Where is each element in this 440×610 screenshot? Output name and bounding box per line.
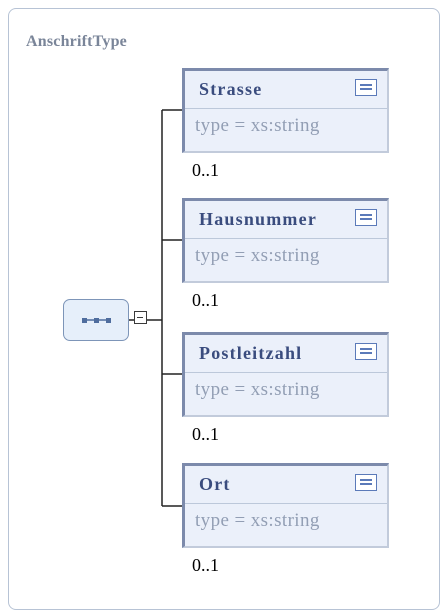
element-type: type = xs:string: [195, 245, 320, 266]
occurrence-label: 0..1: [192, 424, 219, 444]
documentation-icon: [355, 474, 377, 491]
occurrence-label: 0..1: [192, 290, 219, 310]
collapse-icon[interactable]: [134, 311, 147, 324]
occurrence-label: 0..1: [192, 160, 219, 180]
element-name: Ort: [199, 474, 231, 494]
connector-lines: [129, 109, 182, 507]
element-type: type = xs:string: [195, 379, 320, 400]
complex-type-name: AnschriftType: [26, 33, 127, 50]
occurrence-label: 0..1: [192, 555, 219, 575]
element-name: Hausnummer: [199, 209, 318, 229]
documentation-icon: [355, 209, 377, 226]
element-divider: [185, 238, 387, 239]
element-box-ort[interactable]: Ort type = xs:string: [182, 463, 389, 548]
documentation-icon: [355, 343, 377, 360]
element-name: Strasse: [199, 79, 263, 99]
element-box-hausnummer[interactable]: Hausnummer type = xs:string: [182, 198, 389, 283]
element-box-postleitzahl[interactable]: Postleitzahl type = xs:string: [182, 332, 389, 417]
element-box-strasse[interactable]: Strasse type = xs:string: [182, 68, 389, 153]
element-type: type = xs:string: [195, 510, 320, 531]
element-divider: [185, 372, 387, 373]
element-name: Postleitzahl: [199, 343, 303, 363]
sequence-icon: [82, 318, 111, 323]
documentation-icon: [355, 79, 377, 96]
element-type: type = xs:string: [195, 115, 320, 136]
element-divider: [185, 503, 387, 504]
sequence-compositor[interactable]: [63, 299, 129, 341]
element-divider: [185, 108, 387, 109]
